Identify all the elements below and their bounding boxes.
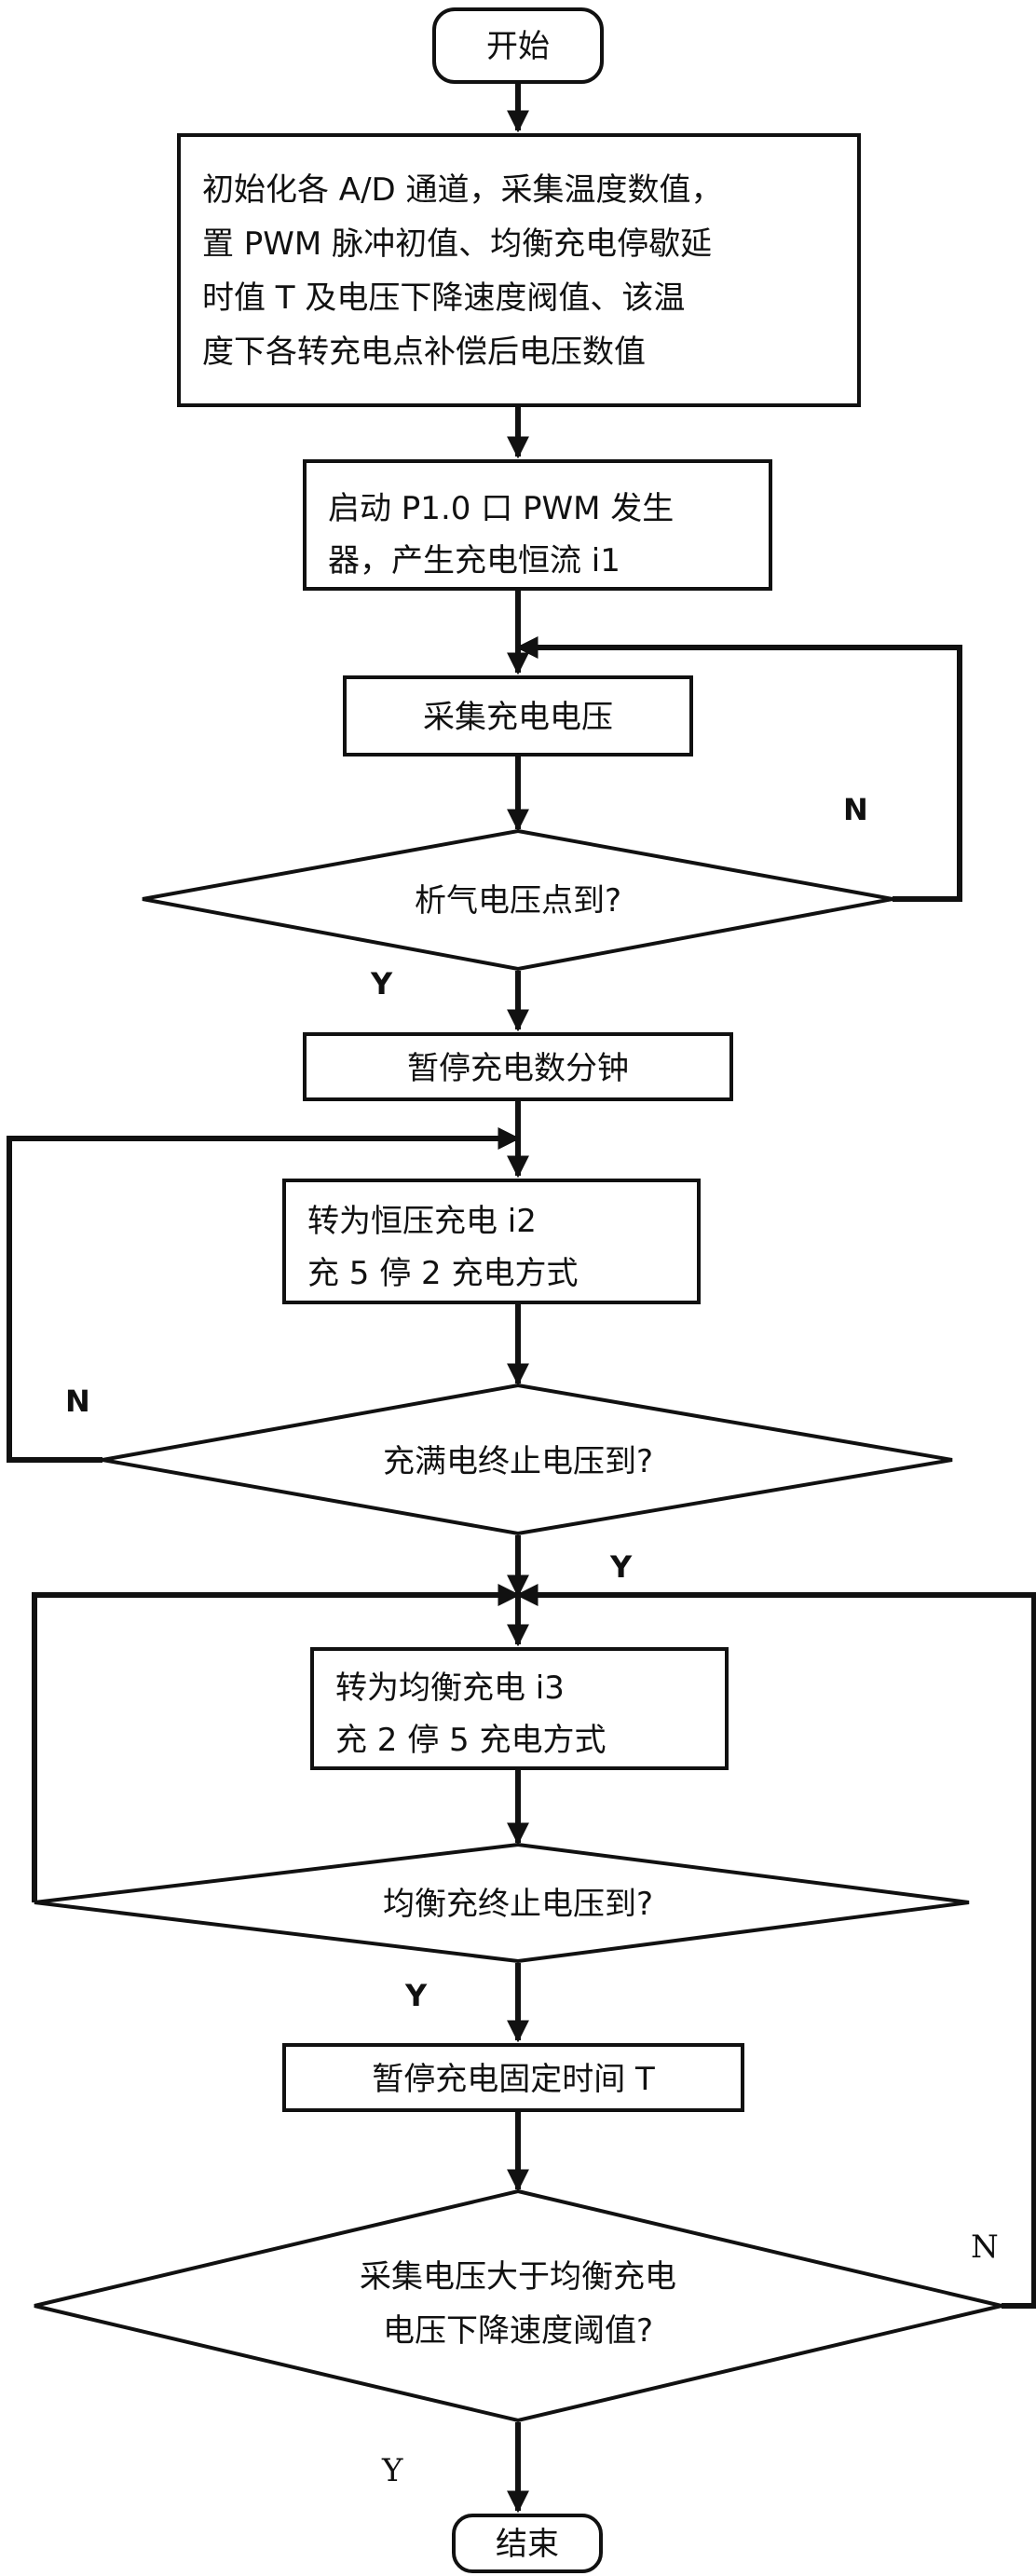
sample-voltage-process: 采集充电电压 [343,675,693,756]
pause-minutes-label: 暂停充电数分钟 [407,1050,629,1087]
sample-voltage-label: 采集充电电压 [423,699,613,736]
edge-gas-no-loop [515,636,962,902]
edges [7,82,1036,2514]
gas-no-label: N [843,792,868,827]
pause-fixed-process: 暂停充电固定时间 T [282,2043,744,2112]
pwm-line-1: 启动 P1.0 口 PWM 发生 [328,490,674,527]
const-voltage-line-2: 充 5 停 2 充电方式 [307,1255,579,1292]
balance-charge-line-1: 转为均衡充电 i3 [335,1670,565,1707]
edge-balance-loop-left [32,1584,521,1902]
gas-yes-label: Y [370,966,393,1002]
const-voltage-process: 转为恒压充电 i2 充 5 停 2 充电方式 [282,1179,701,1304]
pause-minutes-process: 暂停充电数分钟 [303,1032,733,1101]
gas-point-decision: 析气电压点到? [142,828,893,972]
balance-end-label: 均衡充终止电压到? [383,1886,653,1923]
edge-full-no-loop [7,1127,521,1463]
balance-yes-label: Y [404,1978,428,2013]
init-line-1: 初始化各 A/D 通道，采集温度数值， [202,171,723,209]
end-label: 结束 [496,2526,559,2563]
drop-check-line-2: 电压下降速度阈值? [383,2312,653,2350]
start-terminal: 开始 [432,7,604,84]
drop-yes-label: Y [381,2452,403,2489]
full-no-label: N [65,1383,90,1419]
edge-drop-no-loop [515,1584,1036,2309]
init-line-4: 度下各转充电点补偿后电压数值 [202,334,646,371]
drop-no-label: N [971,2228,999,2266]
init-process: 初始化各 A/D 通道，采集温度数值， 置 PWM 脉冲初值、均衡充电停歇延 时… [177,133,861,407]
drop-check-line-1: 采集电压大于均衡充电 [360,2258,676,2296]
full-voltage-decision: 充满电终止电压到? [102,1383,953,1536]
edge-labels: N Y N Y Y N Y [65,792,999,2489]
end-terminal: 结束 [452,2514,603,2573]
full-voltage-label: 充满电终止电压到? [383,1443,653,1480]
balance-charge-process: 转为均衡充电 i3 充 2 停 5 充电方式 [310,1647,729,1770]
gas-point-label: 析气电压点到? [415,882,621,920]
pwm-line-2: 器，产生充电恒流 i1 [328,542,620,579]
init-line-2: 置 PWM 脉冲初值、均衡充电停歇延 [202,225,712,263]
pause-fixed-label: 暂停充电固定时间 T [372,2061,655,2098]
const-voltage-line-1: 转为恒压充电 i2 [307,1203,537,1240]
start-label: 开始 [486,28,550,65]
balance-charge-line-2: 充 2 停 5 充电方式 [335,1722,607,1759]
balance-end-decision: 均衡充终止电压到? [34,1842,970,1964]
drop-check-decision: 采集电压大于均衡充电 电压下降速度阈值? [34,2188,1002,2423]
full-yes-label: Y [609,1549,633,1585]
init-line-3: 时值 T 及电压下降速度阀值、该温 [202,279,685,317]
pwm-process: 启动 P1.0 口 PWM 发生 器，产生充电恒流 i1 [303,459,772,591]
